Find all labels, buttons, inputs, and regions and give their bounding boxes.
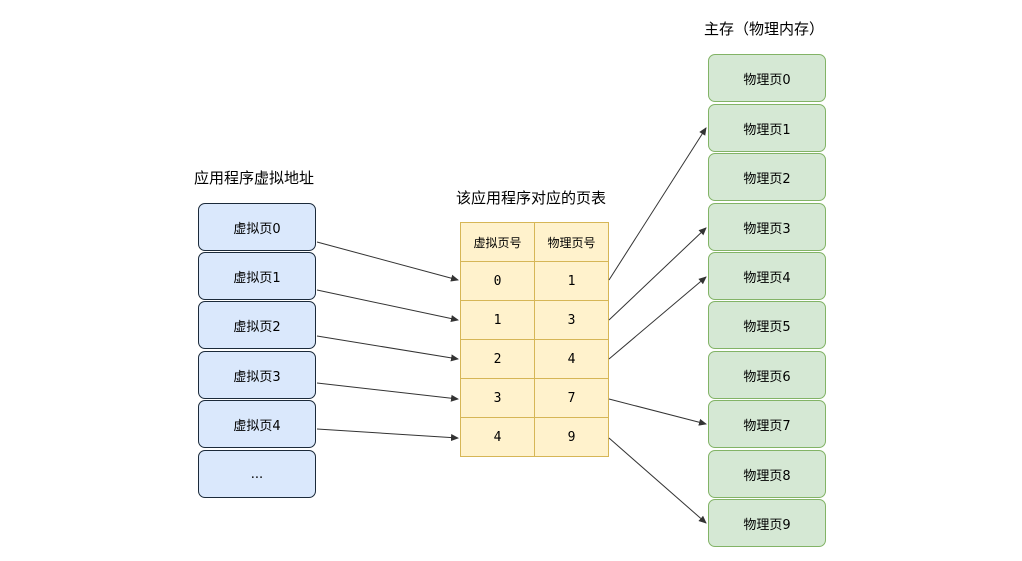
column-header-physical-page-number: 物理页号 [534, 222, 609, 262]
virtual-page-number-cell: 0 [460, 261, 535, 301]
physical-page-1: 物理页1 [708, 104, 826, 152]
physical-page-8: 物理页8 [708, 450, 826, 498]
physical-page-number-cell: 1 [534, 261, 609, 301]
arrow-virtual-1-to-row-1 [316, 289, 459, 322]
page-table: 虚拟页号 物理页号 0 1 1 3 2 4 3 7 4 9 [460, 222, 609, 457]
physical-page-2: 物理页2 [708, 153, 826, 201]
virtual-page-3: 虚拟页3 [198, 351, 316, 399]
physical-page-3: 物理页3 [708, 203, 826, 251]
physical-page-number-cell: 4 [534, 339, 609, 379]
virtual-page-0: 虚拟页0 [198, 203, 316, 251]
table-row: 0 1 [460, 261, 609, 301]
arrow-row-1-to-physical-3 [608, 227, 707, 321]
arrow-virtual-4-to-row-4 [316, 428, 459, 442]
virtual-page-2: 虚拟页2 [198, 301, 316, 349]
physical-page-number-cell: 3 [534, 300, 609, 340]
arrow-row-4-to-physical-9 [608, 437, 707, 524]
arrow-virtual-3-to-row-3 [316, 382, 459, 402]
physical-page-7: 物理页7 [708, 400, 826, 448]
arrow-virtual-2-to-row-2 [316, 335, 459, 362]
physical-page-9: 物理页9 [708, 499, 826, 547]
table-row: 1 3 [460, 300, 609, 340]
physical-page-number-cell: 9 [534, 417, 609, 457]
virtual-page-ellipsis: ... [198, 450, 316, 498]
physical-page-5: 物理页5 [708, 301, 826, 349]
table-row: 2 4 [460, 339, 609, 379]
virtual-address-heading: 应用程序虚拟地址 [194, 169, 315, 187]
virtual-page-number-cell: 4 [460, 417, 535, 457]
virtual-page-number-cell: 1 [460, 300, 535, 340]
arrow-row-0-to-physical-1 [608, 127, 707, 281]
physical-page-number-cell: 7 [534, 378, 609, 418]
physical-page-6: 物理页6 [708, 351, 826, 399]
table-row: 4 9 [460, 417, 609, 457]
arrow-row-3-to-physical-7 [608, 398, 707, 426]
virtual-page-4: 虚拟页4 [198, 400, 316, 448]
main-memory-heading: 主存（物理内存） [704, 20, 825, 38]
page-table-heading: 该应用程序对应的页表 [456, 189, 607, 207]
physical-page-0: 物理页0 [708, 54, 826, 102]
virtual-page-number-cell: 2 [460, 339, 535, 379]
physical-page-4: 物理页4 [708, 252, 826, 300]
table-row: 3 7 [460, 378, 609, 418]
virtual-page-1: 虚拟页1 [198, 252, 316, 300]
arrow-virtual-0-to-row-0 [316, 241, 459, 282]
virtual-page-number-cell: 3 [460, 378, 535, 418]
arrow-row-2-to-physical-4 [608, 276, 707, 360]
